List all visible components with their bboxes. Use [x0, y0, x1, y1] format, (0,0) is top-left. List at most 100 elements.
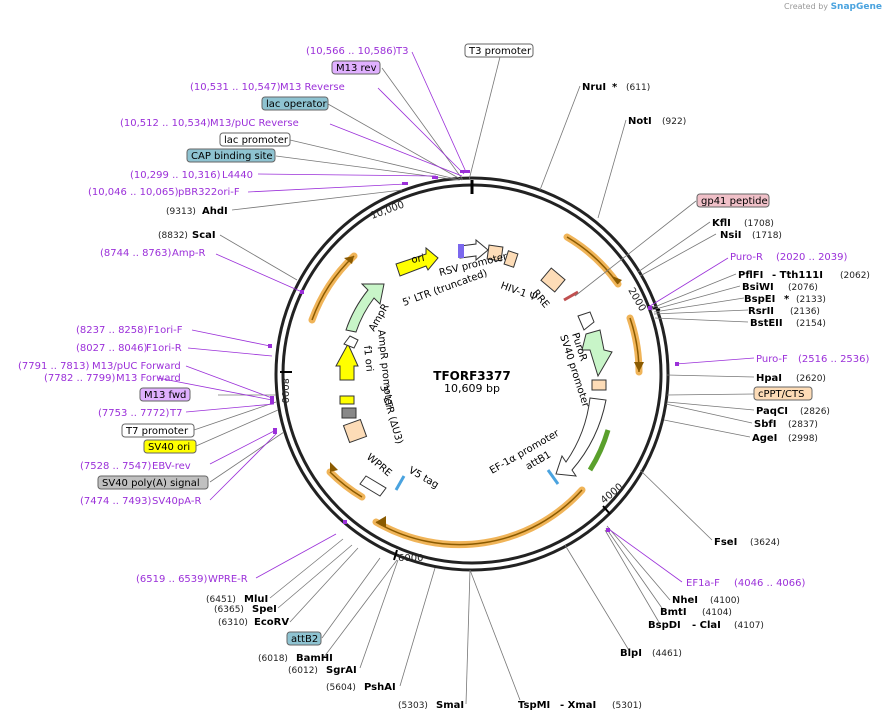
leader-line-sv40pa — [209, 431, 285, 483]
leader-line-nhei — [606, 525, 671, 601]
label-spei-pos: (6365) — [214, 605, 244, 615]
label-ef1af-pos: (4046 .. 4066) — [734, 578, 806, 589]
orf-arrow-4 — [330, 462, 338, 472]
box-t3p — [464, 43, 534, 58]
label-gp41: gp41 peptide — [701, 196, 768, 207]
label-hpai-pos: (2620) — [796, 374, 826, 384]
leader-line-bsiwi — [651, 285, 741, 311]
leader-line-kfli — [637, 221, 711, 273]
label-l4440: L4440 — [222, 170, 253, 181]
label-clai: - ClaI — [692, 620, 721, 631]
label-bsteii-pos: (2154) — [796, 319, 826, 329]
label-f1orif-pos: (8237 .. 8258) — [76, 325, 148, 336]
puror-arrow — [581, 329, 613, 378]
label-xmai-pos: (5301) — [612, 701, 642, 711]
label-m13f: M13 Forward — [116, 373, 181, 384]
label-sv40pa: SV40 poly(A) signal — [102, 478, 200, 489]
label-f1orif: F1ori-F — [148, 325, 183, 336]
label-nsii: NsiI — [720, 230, 741, 241]
watermark-brand: SnapGene — [830, 2, 882, 12]
primer-line-pbr — [247, 183, 407, 193]
leader-line-bspdi — [604, 529, 661, 625]
label-rsrii: RsrII — [748, 306, 774, 317]
primer-mark-ampr — [300, 290, 304, 294]
leader-line-bamhi — [323, 559, 398, 658]
primer-line-m13puc — [329, 123, 463, 177]
label-bspei-star: * — [784, 294, 790, 305]
leader-line-t7p — [193, 401, 277, 431]
feature-ori: ori — [411, 253, 426, 266]
primer-mark-puror — [648, 306, 652, 310]
primer-line-ampr — [215, 253, 303, 293]
orf-arrow-2 — [634, 362, 644, 372]
label-ebvrev: EBV-rev — [152, 461, 191, 472]
leader-line-paqci — [666, 401, 755, 411]
primer-mark-wpre — [343, 520, 347, 524]
v5-mark — [394, 475, 406, 491]
leader-line-hpai — [666, 374, 755, 378]
leader-line-lacop — [327, 103, 463, 181]
primer-line-f1orir — [187, 347, 273, 357]
label-ebvrev-pos: (7528 .. 7547) — [80, 461, 152, 472]
leader-line-sv40ori — [195, 409, 279, 447]
primer-line-m13pucf — [185, 365, 273, 399]
label-agei: AgeI — [752, 433, 777, 444]
f1-arrow — [335, 342, 359, 381]
sv40ori-box — [339, 395, 355, 405]
label-ecorv-pos: (6310) — [218, 618, 248, 628]
box-sv40ori — [143, 439, 197, 454]
ampr-arrow — [345, 283, 385, 333]
leader-line-gp41 — [574, 200, 697, 297]
orf-line-1 — [566, 236, 619, 285]
label-m13pucf: M13/pUC Forward — [92, 361, 181, 372]
box-attb2 — [286, 631, 322, 646]
primer-line-l4440 — [257, 173, 437, 177]
leader-line-noti — [597, 119, 627, 219]
label-sgrai: SgrAI — [326, 665, 357, 676]
label-paqci-pos: (2826) — [800, 407, 830, 417]
label-puror-pos: (2020 .. 2039) — [776, 252, 848, 263]
hiv-box — [503, 250, 519, 268]
label-nhei: NheI — [672, 595, 698, 606]
leader-line-cap — [275, 155, 460, 181]
tick-label-8000: 8000 — [279, 378, 290, 403]
label-pflfi: PflFI — [738, 270, 763, 281]
leader-line-agei — [663, 419, 751, 438]
label-t3: T3 — [395, 46, 408, 57]
label-ef1af: EF1a-F — [686, 578, 720, 589]
label-xmai: - XmaI — [560, 700, 596, 711]
backbone-outer — [274, 176, 670, 572]
label-spei: SpeI — [252, 604, 277, 615]
label-m13reverse: M13 Reverse — [280, 82, 345, 93]
label-tth: - Tth111I — [772, 270, 823, 281]
leader-line-scai — [219, 234, 298, 281]
label-bmti-pos: (4104) — [702, 608, 732, 618]
leader-line-ecorv — [289, 547, 359, 623]
label-nsii-pos: (1718) — [752, 231, 782, 241]
label-bsiwi: BsiWI — [742, 282, 774, 293]
label-smai: SmaI — [436, 700, 464, 711]
label-mlui: MluI — [244, 594, 268, 605]
label-clai-pos: (4107) — [734, 621, 764, 631]
label-attb2: attB2 — [291, 634, 318, 645]
primer-mark-l4440 — [432, 176, 438, 179]
leader-line-sbfi — [665, 403, 753, 424]
label-t7-pos: (7753 .. 7772) — [98, 408, 170, 419]
box-cap — [186, 148, 276, 163]
label-bspei: BspEI — [744, 294, 775, 305]
leader-line-lacp — [289, 139, 461, 181]
label-hpai: HpaI — [756, 373, 782, 384]
box-t7p — [121, 423, 195, 438]
feature-ampr: AmpR — [367, 302, 391, 333]
label-t3p: T3 promoter — [468, 46, 532, 57]
label-kfli: KflI — [712, 218, 731, 229]
label-noti: NotI — [628, 116, 652, 127]
leader-line-sgrai — [359, 559, 399, 669]
box-sv40pa — [97, 475, 209, 490]
primer-line-t7 — [185, 403, 275, 413]
amppro-arrow — [343, 335, 359, 349]
label-lacop: lac operator — [266, 99, 327, 110]
label-ahdi-pos: (9313) — [166, 207, 196, 217]
label-nrui-star: * — [612, 82, 618, 93]
